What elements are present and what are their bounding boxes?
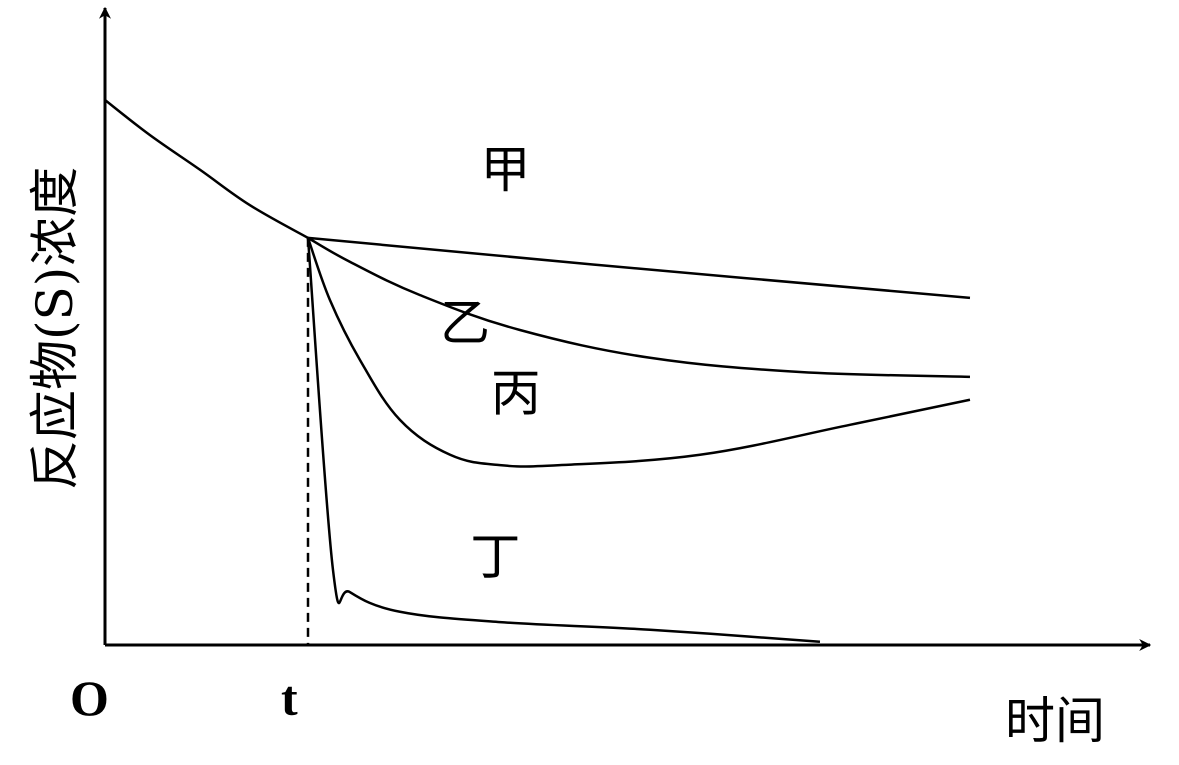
series-label-yi: 乙 bbox=[440, 294, 490, 352]
series-line-bing bbox=[306, 237, 971, 468]
series-label-jia: 甲 bbox=[481, 141, 531, 199]
series-line-yi bbox=[307, 236, 971, 379]
origin-label: O bbox=[70, 670, 109, 726]
series-label-ding: 丁 bbox=[470, 528, 520, 586]
series-label-bing: 丙 bbox=[491, 365, 541, 423]
x-tick-t: t bbox=[281, 670, 298, 726]
y-axis-label: 反应物(S)浓度 bbox=[26, 167, 84, 490]
series-line-ding bbox=[306, 237, 821, 643]
x-axis-label: 时间 bbox=[1005, 692, 1105, 750]
initial-curve bbox=[104, 99, 309, 239]
series-line-jia bbox=[307, 236, 971, 300]
